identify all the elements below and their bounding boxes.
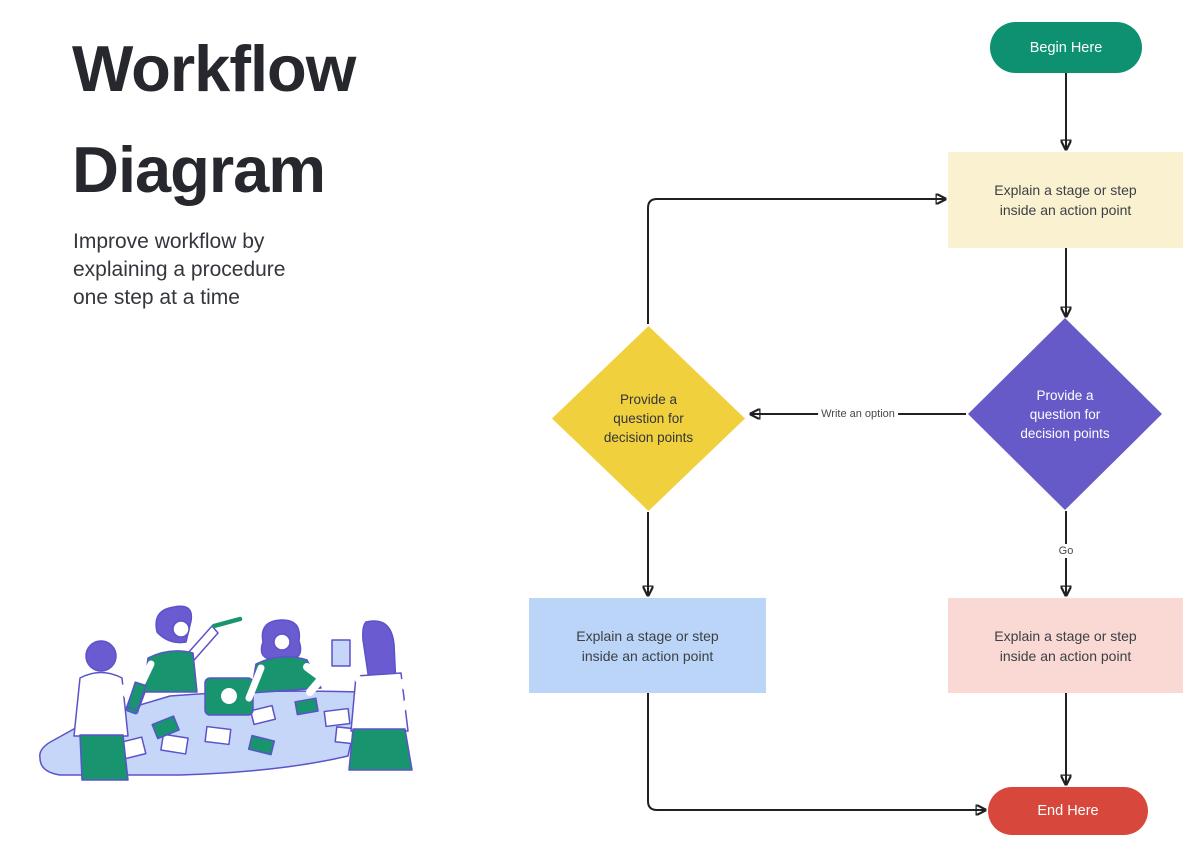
node-action-top-label: Explain a stage or step inside an action… [994,182,1137,218]
node-decision-right-label: Provide a question for decision points [1020,387,1110,441]
node-action-left-label: Explain a stage or step inside an action… [576,627,719,664]
node-begin-terminator: Begin Here [990,22,1142,73]
edge-decision-left-to-action-top-loop [647,199,945,324]
page-title: Workflow Diagram [72,18,356,220]
edge-label-write-an-option: Write an option [818,407,898,421]
page-subtitle: Improve workflow by explaining a procedu… [73,230,286,309]
node-decision-right: Provide a question for decision points [968,318,1162,510]
page-title-line1: Workflow [72,32,356,105]
team-collaboration-illustration [39,605,422,781]
node-decision-left: Provide a question for decision points [552,326,745,511]
node-begin-label: Begin Here [1029,39,1103,56]
node-end-label: End Here [1037,803,1099,819]
node-action-right-label: Explain a stage or step inside an action… [994,627,1137,664]
edge-action-left-to-end [647,693,985,810]
node-end-terminator: End Here [988,787,1148,835]
page-title-line2: Diagram [72,133,326,206]
node-action-top: Explain a stage or step inside an action… [948,152,1183,248]
node-action-left: Explain a stage or step inside an action… [529,598,766,693]
node-action-right: Explain a stage or step inside an action… [948,598,1183,693]
node-decision-left-label: Provide a question for decision points [603,392,694,445]
edge-label-go: Go [1055,544,1077,558]
